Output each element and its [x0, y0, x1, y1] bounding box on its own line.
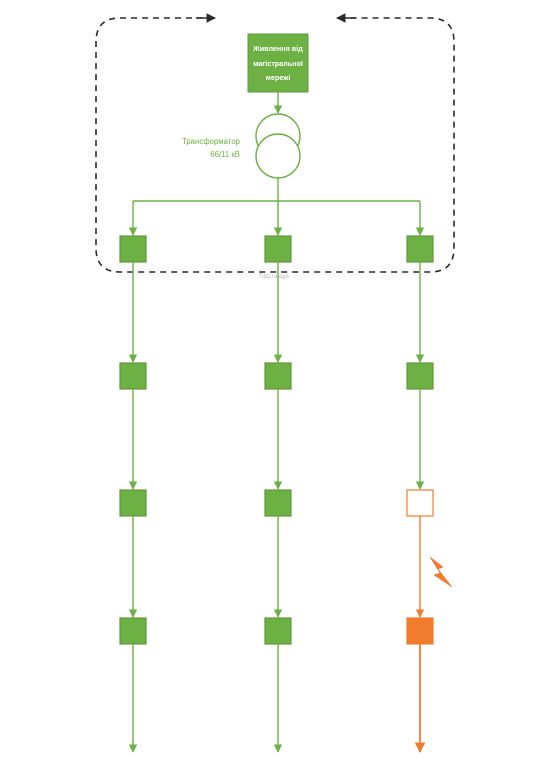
- feeder-3-node-2: [406, 362, 434, 390]
- substation-label: Підстанція: [259, 274, 289, 280]
- transformer-secondary-winding: [255, 133, 301, 179]
- feeder-2-node-1: [264, 235, 292, 263]
- lightning-bolt-icon: [429, 556, 453, 588]
- substation-boundary: Підстанція: [95, 13, 455, 280]
- grid-supply-line-3: мережі: [266, 73, 291, 82]
- feeder-3-node-1: [406, 235, 434, 263]
- feeder-1-node-1: [119, 235, 147, 263]
- grid-supply-box: Живлення від магістральної мережі: [247, 33, 309, 93]
- transformer-label-line-2: 66/11 кВ: [210, 150, 240, 159]
- feeder-2-node-2: [264, 362, 292, 390]
- grid-supply-line-2: магістральної: [253, 59, 304, 68]
- feeder-2-node-3: [264, 489, 292, 517]
- feeder-3-node-3-open: [406, 489, 434, 517]
- grid-supply-rect: [247, 33, 309, 93]
- transformer-label-line-1: Трансформатор: [182, 137, 241, 146]
- feeder-3-node-4-fault: [406, 617, 434, 645]
- feeder-1-node-2: [119, 362, 147, 390]
- feeder-2-node-4: [264, 617, 292, 645]
- grid-supply-line-1: Живлення від: [252, 44, 303, 53]
- feeder-1-node-3: [119, 489, 147, 517]
- substation-dashed-outline: [95, 17, 455, 273]
- transformer-symbol: Трансформатор 66/11 кВ: [182, 113, 301, 179]
- feeders-group: [119, 201, 434, 754]
- feeder-1-node-4: [119, 617, 147, 645]
- fault-lightning-shape: [429, 556, 453, 588]
